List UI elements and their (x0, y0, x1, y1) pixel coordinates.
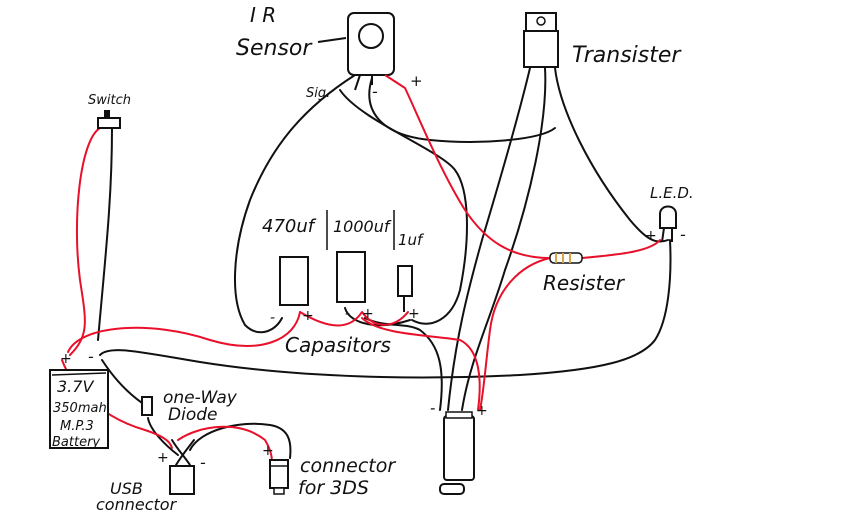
cap2-minus: - (345, 306, 350, 322)
ir-sensor-label-line1: I R (250, 3, 276, 27)
wire-motor-minus (364, 317, 443, 411)
capacitor-1uf (397, 265, 413, 297)
cap1-plus: + (302, 308, 314, 324)
transistor (523, 12, 559, 68)
usb-minus: - (200, 453, 206, 472)
battery-label-line3: M.P.3 (60, 419, 94, 434)
motor-weight (439, 483, 465, 495)
wire-usb-twist (171, 439, 195, 466)
ir-sensor-lens (358, 23, 384, 49)
wire-transistor-to-motor-1 (447, 67, 531, 411)
connector-3ds-label-line2: for 3DS (298, 477, 369, 499)
diode-label-line2: Diode (168, 405, 217, 425)
motor-minus: - (430, 399, 435, 417)
usb-connector (169, 465, 195, 495)
connector-3ds-plus: + (262, 443, 274, 459)
usb-label-line2: connector (96, 495, 178, 512)
black-wires (97, 67, 672, 466)
wire-switch-to-battery (69, 127, 101, 356)
red-wires (61, 87, 661, 463)
wire-battery-minus-to-led (99, 239, 672, 379)
led-bulb (659, 205, 677, 229)
wire-sensor-loop (368, 77, 556, 143)
wire-cap-minus-rail (344, 307, 411, 327)
cap2-plus: + (362, 306, 374, 322)
switch-body (97, 117, 121, 129)
battery-label-line1: 3.7V (57, 377, 94, 396)
capacitors-label: Capasitors (285, 333, 391, 357)
wire-usb-to-3ds (189, 422, 292, 459)
switch-lever (104, 110, 110, 118)
resistor-body (549, 252, 583, 264)
one-way-diode (141, 396, 153, 416)
ir-sensor (317, 12, 406, 91)
battery-plus: + (60, 351, 72, 367)
battery-label-line2: 350mah (53, 401, 107, 416)
battery-minus: - (88, 347, 94, 366)
led-plus-label: + (645, 228, 657, 244)
usb-label-line1: USB (110, 479, 143, 498)
cap2-label: 1000uf (333, 217, 392, 236)
ir-plus-label: + (410, 72, 423, 90)
diode-label-line1: one-Way (163, 388, 238, 408)
led-minus-label: - (680, 225, 686, 244)
ir-minus-label: - (372, 82, 378, 101)
led-label: L.E.D. (650, 184, 694, 202)
switch-label: Switch (88, 93, 131, 108)
wire-usb-to-3ds-red (177, 425, 273, 463)
transistor-body (523, 30, 559, 68)
wire-sensor-to-1uf (339, 89, 468, 325)
wire-resistor-to-led (581, 239, 661, 259)
resistor (549, 252, 583, 264)
wire-transistor-to-motor-2 (461, 67, 547, 411)
connector-3ds-label-line1: connector (300, 455, 396, 477)
wire-diode-to-usb (147, 417, 179, 456)
ir-sensor-label-line2: Sensor (236, 36, 313, 61)
wire-switch-black (97, 127, 113, 341)
cap1-label: 470uf (262, 216, 317, 237)
wire-sensor-ground-loop (234, 74, 356, 334)
cap1-minus: - (270, 310, 275, 326)
battery (49, 369, 109, 449)
ir-sensor-pointer (317, 37, 347, 43)
capacitor-1000uf (336, 251, 366, 303)
wire-resistor-to-motor (479, 257, 551, 411)
battery-body (49, 369, 109, 449)
cap3-plus: + (408, 306, 420, 322)
cap3-label: 1uf (398, 231, 425, 249)
wire-battery-plus-to-caps (67, 311, 301, 353)
battery-label-line4: Battery (52, 435, 100, 450)
motor-body (443, 415, 475, 481)
wire-caps-to-motor (361, 317, 481, 411)
wire-transistor-to-led (554, 67, 669, 243)
sig-label: Sig. (306, 86, 330, 101)
usb-connector-body (169, 465, 195, 495)
usb-plus: + (157, 450, 169, 466)
transistor-label: Transister (572, 43, 682, 68)
wire-cap-plus-rail (299, 311, 409, 327)
resistor-label: Resister (543, 271, 626, 295)
connector-3ds-body (269, 459, 289, 489)
connector-3ds (269, 459, 289, 495)
led (659, 205, 677, 243)
capacitor-470uf (279, 256, 309, 306)
motor-plus: + (476, 403, 488, 419)
wire-ir-plus-to-resistor (404, 87, 551, 259)
switch (97, 110, 121, 129)
motor (439, 411, 475, 495)
